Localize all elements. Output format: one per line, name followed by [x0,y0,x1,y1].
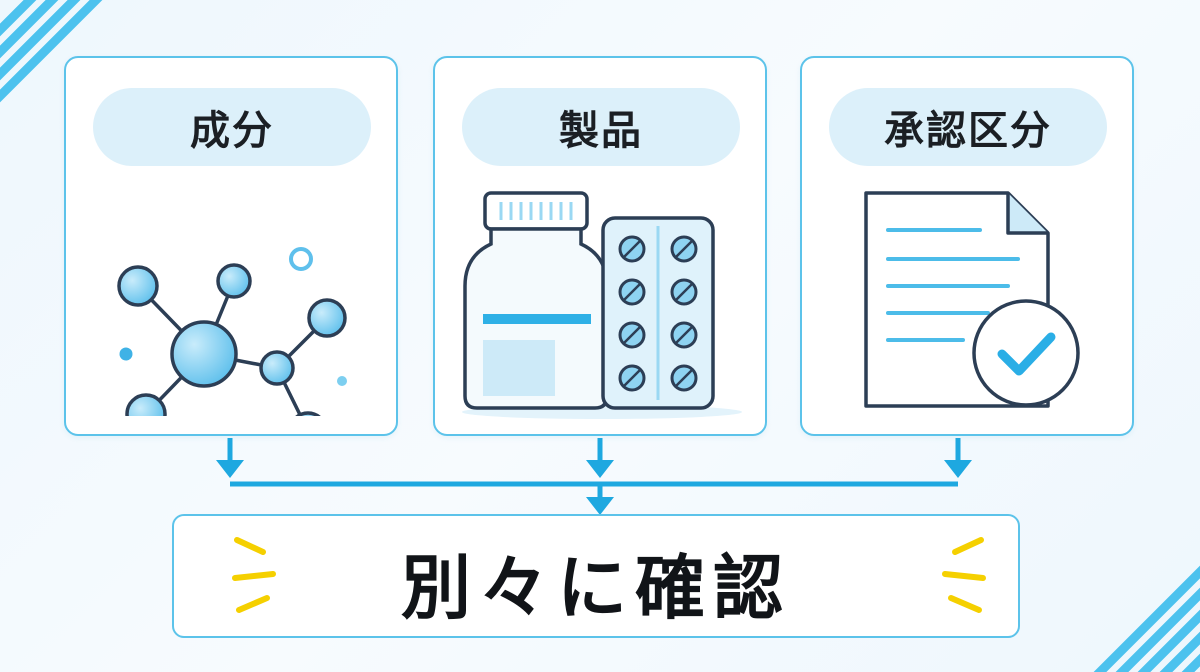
card-approval-category: 承認区分 [800,56,1134,436]
medicine-bottle-and-blister-pack-icon [462,191,742,419]
card-label: 成分 [190,108,274,154]
card-label: 承認区分 [884,108,1052,154]
approved-document-icon [864,191,1080,408]
sparkle-icon-right [942,537,986,613]
result-box: 別々に確認 [172,514,1020,638]
card-ingredient: 成分 [64,56,398,436]
sparkle-icon-left [232,537,276,613]
card-product: 製品 [433,56,767,436]
molecule-icon [117,247,347,416]
corner-stripes-top-left [0,0,103,103]
card-label-pill: 成分 [93,88,371,166]
corner-stripes-bottom-right [1093,565,1200,672]
card-label: 製品 [559,108,643,154]
card-label-pill: 製品 [462,88,740,166]
card-label-pill: 承認区分 [829,88,1107,166]
result-label: 別々に確認 [401,547,791,629]
